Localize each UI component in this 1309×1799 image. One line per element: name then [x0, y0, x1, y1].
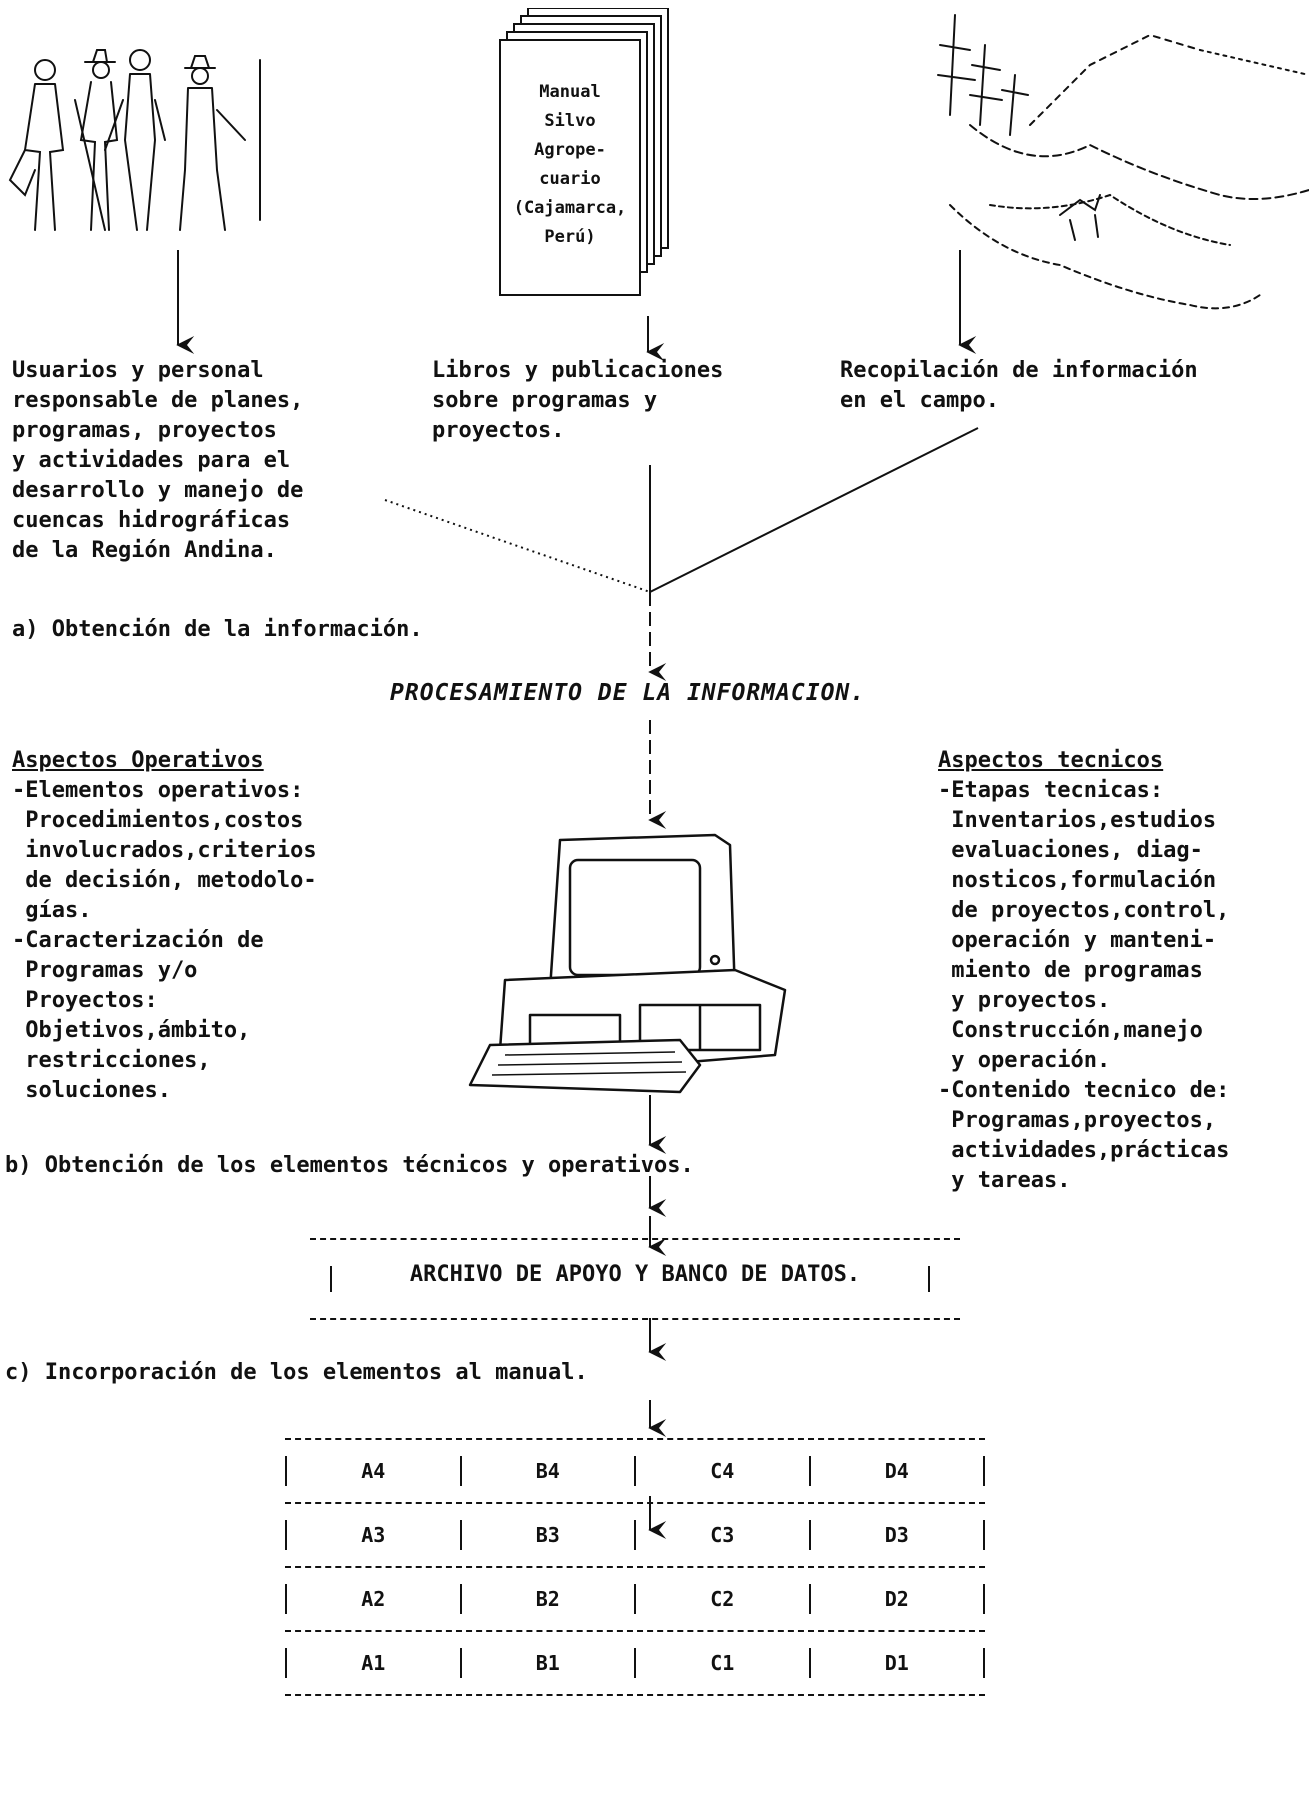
- processing-heading: PROCESAMIENTO DE LA INFORMACION.: [390, 680, 866, 706]
- matrix-row: A3 B3 C3 D3: [285, 1504, 985, 1568]
- matrix-row: A4 B4 C4 D4: [285, 1440, 985, 1504]
- matrix-cell: A4: [285, 1456, 460, 1486]
- book-cover-label: Manual Silvo Agrope- cuario (Cajamarca, …: [513, 82, 627, 247]
- source-field-text: Recopilación de información en el campo.: [840, 358, 1198, 413]
- book-stack-icon: [499, 8, 669, 296]
- archivo-left-bar: [330, 1266, 332, 1292]
- matrix-cell: D3: [808, 1520, 985, 1550]
- matrix-cell: A1: [285, 1648, 460, 1678]
- step-a-label: a) Obtención de la información.: [12, 617, 423, 642]
- archivo-label: ARCHIVO DE APOYO Y BANCO DE DATOS.: [409, 1262, 861, 1287]
- manual-matrix: A4 B4 C4 D4 A3 B3 C3 D3 A2 B2 C2 D2 A1 B…: [285, 1438, 985, 1696]
- source-people-text: Usuarios y personal responsable de plane…: [12, 358, 304, 563]
- aspectos-operativos: Aspectos Operativos -Elementos operativo…: [12, 748, 317, 1103]
- matrix-cell: B1: [459, 1648, 635, 1678]
- matrix-cell: D2: [808, 1584, 985, 1614]
- matrix-cell: B4: [459, 1456, 635, 1486]
- matrix-cell: C3: [634, 1520, 809, 1550]
- matrix-row: A1 B1 C1 D1: [285, 1632, 985, 1696]
- operativos-title: Aspectos Operativos: [12, 748, 264, 773]
- matrix-cell: C1: [634, 1648, 809, 1678]
- matrix-cell: D4: [808, 1456, 985, 1486]
- aspectos-tecnicos: Aspectos tecnicos -Etapas tecnicas: Inve…: [938, 748, 1230, 1193]
- matrix-cell: A2: [285, 1584, 460, 1614]
- matrix-cell: A3: [285, 1520, 460, 1550]
- source-books-text: Libros y publicaciones sobre programas y…: [432, 358, 724, 443]
- matrix-row: A2 B2 C2 D2: [285, 1568, 985, 1632]
- computer-illustration: [468, 833, 787, 1094]
- archivo-banco-datos: ARCHIVO DE APOYO Y BANCO DE DATOS.: [310, 1238, 960, 1320]
- matrix-cell: D1: [808, 1648, 985, 1678]
- archivo-right-bar: [928, 1266, 930, 1292]
- step-c-label: c) Incorporación de los elementos al man…: [5, 1360, 588, 1385]
- merge-line-right: [649, 427, 979, 593]
- step-b-label: b) Obtención de los elementos técnicos y…: [5, 1153, 694, 1178]
- matrix-cell: C4: [634, 1456, 809, 1486]
- matrix-cell: C2: [634, 1584, 809, 1614]
- matrix-cell: B3: [459, 1520, 635, 1550]
- matrix-cell: B2: [459, 1584, 635, 1614]
- field-landscape-illustration: [937, 14, 1309, 310]
- people-illustration: [8, 49, 261, 231]
- tecnicos-title: Aspectos tecnicos: [938, 748, 1164, 773]
